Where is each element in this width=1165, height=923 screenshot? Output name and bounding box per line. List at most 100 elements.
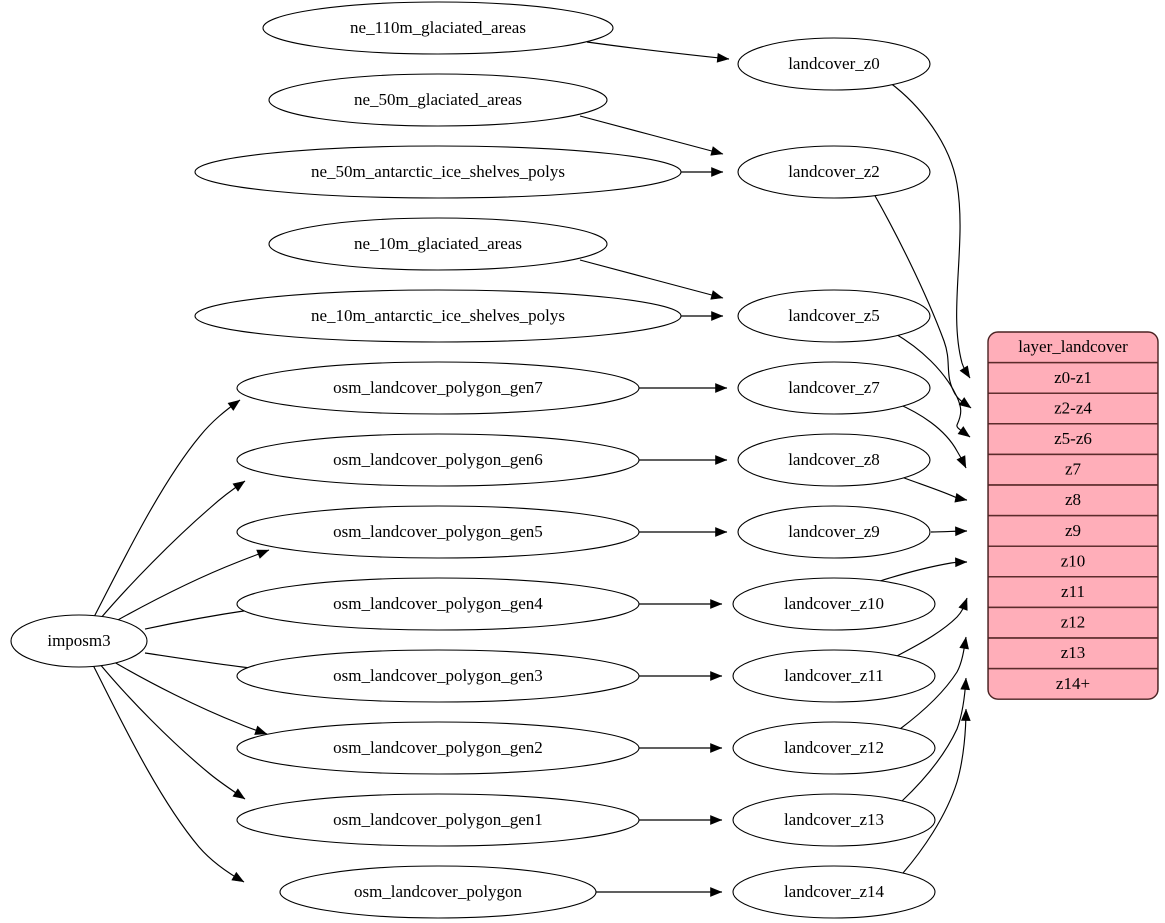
node-osm_landcover_polygon_gen7[interactable]: osm_landcover_polygon_gen7: [236, 361, 640, 415]
node-landcover_z7[interactable]: landcover_z7: [737, 361, 931, 415]
table-row-z11[interactable]: z11: [988, 576, 1158, 609]
node-label: landcover_z9: [788, 522, 880, 541]
table-row-z5-z6[interactable]: z5-z6: [988, 423, 1158, 456]
node-label: osm_landcover_polygon_gen6: [333, 450, 543, 469]
edge-arrowhead-icon: [715, 527, 728, 537]
node-shape: [732, 577, 936, 631]
edge-osm_landcover_polygon_gen7-to-landcover_z7: [638, 383, 728, 393]
node-osm_landcover_polygon_gen2[interactable]: osm_landcover_polygon_gen2: [236, 721, 640, 775]
edge-landcover_z5-to-row_z5_z6: [893, 332, 971, 438]
node-landcover_z12[interactable]: landcover_z12: [732, 721, 936, 775]
edge-arrowhead-icon: [958, 597, 968, 611]
node-ne_50m_antarctic_ice_shelves_polys[interactable]: ne_50m_antarctic_ice_shelves_polys: [194, 145, 682, 199]
node-label: landcover_z10: [784, 594, 884, 613]
node-landcover_z11[interactable]: landcover_z11: [732, 649, 936, 703]
node-landcover_z8[interactable]: landcover_z8: [737, 433, 931, 487]
node-label: landcover_z11: [784, 666, 883, 685]
edge-osm_landcover_polygon_gen6-to-landcover_z8: [638, 455, 728, 465]
edge-landcover_z10-to-row_z10: [879, 557, 968, 582]
table-row-bg: [988, 453, 1158, 486]
edge-arrowhead-icon: [710, 671, 723, 681]
table-row-z13[interactable]: z13: [988, 637, 1158, 670]
node-ne_50m_glaciated_areas[interactable]: ne_50m_glaciated_areas: [268, 73, 608, 127]
node-ne_10m_glaciated_areas[interactable]: ne_10m_glaciated_areas: [268, 217, 608, 271]
node-shape: [262, 1, 614, 55]
table-row-label: z14+: [1056, 674, 1090, 693]
node-shape: [10, 614, 148, 668]
edge-ne_50m_glaciated_areas-to-landcover_z2: [579, 115, 724, 156]
node-label: landcover_z8: [788, 450, 880, 469]
edge-arrowhead-icon: [232, 788, 246, 800]
edge-line: [98, 662, 246, 800]
table-row-z12[interactable]: z12: [988, 606, 1158, 639]
node-label: ne_10m_glaciated_areas: [354, 234, 522, 253]
table-row-bg: [988, 361, 1158, 394]
node-shape: [236, 433, 640, 487]
table-row-z7[interactable]: z7: [988, 453, 1158, 486]
node-landcover_z10[interactable]: landcover_z10: [732, 577, 936, 631]
edge-arrowhead-icon: [715, 455, 728, 465]
table-row-z9[interactable]: z9: [988, 514, 1158, 547]
table-row-z2-z4[interactable]: z2-z4: [988, 392, 1158, 425]
table-row-z8[interactable]: z8: [988, 484, 1158, 517]
edge-line: [115, 549, 270, 622]
node-imposm3[interactable]: imposm3: [10, 614, 148, 668]
table-header-label: layer_landcover: [1018, 337, 1128, 356]
edge-landcover_z11-to-row_z11: [894, 597, 968, 658]
edge-imposm3-to-osm_landcover_polygon_gen6: [99, 480, 246, 620]
edge-landcover_z2-to-row_z2_z4: [873, 193, 972, 409]
table-row-bg: [988, 545, 1158, 578]
node-shape: [236, 649, 640, 703]
edge-osm_landcover_polygon_gen5-to-landcover_z9: [639, 527, 728, 537]
node-osm_landcover_polygon_gen1[interactable]: osm_landcover_polygon_gen1: [236, 793, 640, 847]
edge-line: [893, 332, 971, 438]
edge-ne_10m_antarctic_ice_shelves_polys-to-landcover_z5: [680, 311, 724, 321]
node-shape: [737, 37, 931, 91]
node-landcover_z13[interactable]: landcover_z13: [732, 793, 936, 847]
edge-arrowhead-icon: [960, 708, 971, 721]
edge-arrowhead-icon: [254, 725, 268, 735]
edge-line: [92, 664, 245, 883]
table-row-label: z12: [1061, 613, 1086, 632]
edge-imposm3-to-osm_landcover_polygon: [92, 664, 245, 883]
edge-line: [901, 677, 967, 802]
edge-arrowhead-icon: [957, 426, 971, 438]
node-landcover_z0[interactable]: landcover_z0: [737, 37, 931, 91]
edge-arrowhead-icon: [959, 636, 969, 650]
node-ne_10m_antarctic_ice_shelves_polys[interactable]: ne_10m_antarctic_ice_shelves_polys: [194, 289, 682, 343]
node-label: landcover_z5: [788, 306, 880, 325]
table-row-z14-[interactable]: z14+: [988, 667, 1158, 700]
node-label: ne_50m_glaciated_areas: [354, 90, 522, 109]
node-shape: [737, 145, 931, 199]
edge-arrowhead-icon: [231, 871, 245, 883]
source-nodes-layer: imposm3 ne_110m_glaciated_areas ne_50m_gla…: [10, 1, 682, 919]
node-label: landcover_z13: [784, 810, 884, 829]
edge-line: [99, 480, 246, 620]
node-osm_landcover_polygon_gen4[interactable]: osm_landcover_polygon_gen4: [236, 577, 640, 631]
edge-arrowhead-icon: [710, 599, 723, 609]
table-row-z0-z1[interactable]: z0-z1: [988, 361, 1158, 394]
node-osm_landcover_polygon_gen5[interactable]: osm_landcover_polygon_gen5: [236, 505, 640, 559]
edge-arrowhead-icon: [955, 557, 968, 568]
edge-line: [579, 115, 724, 155]
edge-landcover_z12-to-row_z12: [899, 636, 969, 730]
layer-landcover-table[interactable]: layer_landcoverz0-z1z2-z4z5-z6z7z8z9z10z…: [988, 332, 1158, 700]
edge-arrowhead-icon: [716, 52, 730, 63]
node-landcover_z2[interactable]: landcover_z2: [737, 145, 931, 199]
edge-line: [93, 399, 241, 618]
table-row-z10[interactable]: z10: [988, 545, 1158, 578]
table-header-cell: layer_landcover: [988, 332, 1158, 363]
node-osm_landcover_polygon_gen3[interactable]: osm_landcover_polygon_gen3: [236, 649, 640, 703]
node-osm_landcover_polygon_gen6[interactable]: osm_landcover_polygon_gen6: [236, 433, 640, 487]
edge-landcover_z8-to-row_z8: [895, 474, 968, 503]
node-landcover_z14[interactable]: landcover_z14: [732, 865, 936, 919]
node-ne_110m_glaciated_areas[interactable]: ne_110m_glaciated_areas: [262, 1, 614, 55]
node-label: ne_10m_antarctic_ice_shelves_polys: [311, 306, 565, 325]
node-shape: [732, 865, 936, 919]
node-label: osm_landcover_polygon_gen4: [333, 594, 543, 613]
node-landcover_z5[interactable]: landcover_z5: [737, 289, 931, 343]
node-osm_landcover_polygon[interactable]: osm_landcover_polygon: [279, 865, 597, 919]
edge-arrowhead-icon: [710, 815, 723, 825]
edge-arrowhead-icon: [955, 526, 968, 537]
node-landcover_z9[interactable]: landcover_z9: [737, 505, 931, 559]
